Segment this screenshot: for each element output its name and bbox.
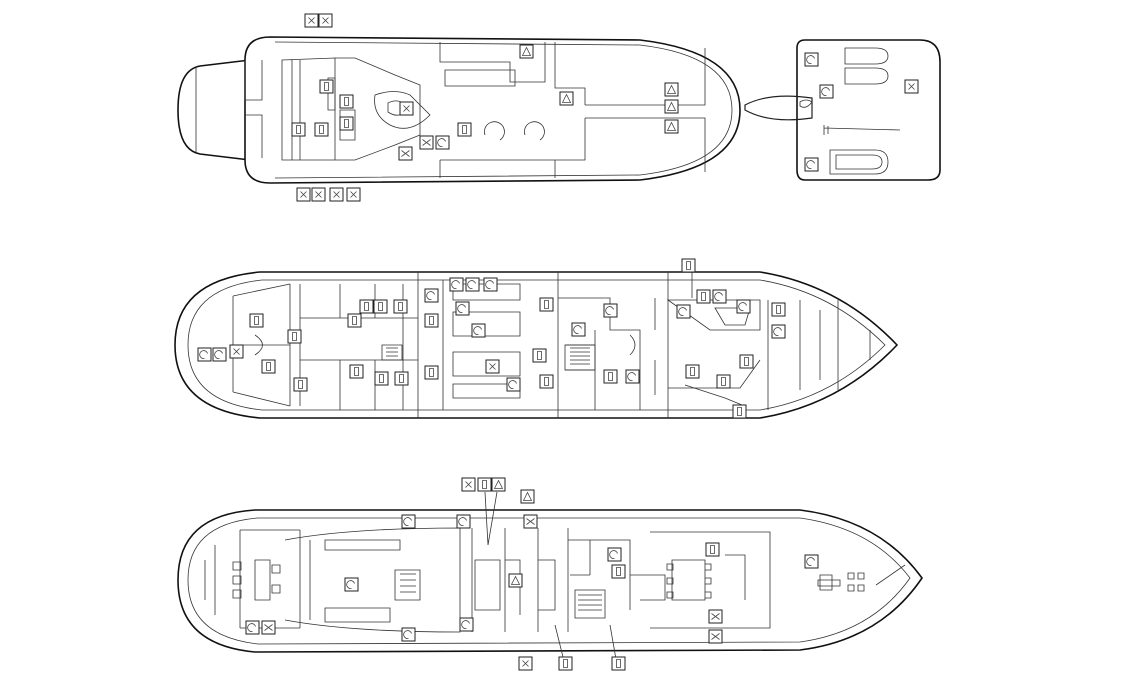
life-jacket-icon (329, 187, 344, 202)
safety-icons (197, 13, 919, 671)
fire-extinguisher-icon (696, 289, 711, 304)
life-buoy-icon (607, 547, 622, 562)
fire-extinguisher-icon (558, 656, 573, 671)
life-buoy-icon (449, 277, 464, 292)
life-buoy-icon (483, 277, 498, 292)
life-raft-icon (491, 477, 506, 492)
life-jacket-icon (296, 187, 311, 202)
fire-extinguisher-icon (705, 542, 720, 557)
toilet-icon (318, 13, 333, 28)
toilet-icon (461, 477, 476, 492)
life-buoy-icon (819, 84, 834, 99)
fire-extinguisher-icon (287, 329, 302, 344)
life-buoy-icon (804, 554, 819, 569)
fire-extinguisher-icon (349, 364, 364, 379)
fire-extinguisher-icon (373, 299, 388, 314)
fire-extinguisher-icon (339, 94, 354, 109)
fire-extinguisher-icon (319, 79, 334, 94)
fire-extinguisher-icon (539, 297, 554, 312)
life-buoy-icon (401, 627, 416, 642)
exit-arrow-icon (708, 609, 723, 624)
life-buoy-icon (212, 347, 227, 362)
fire-extinguisher-icon (771, 302, 786, 317)
life-buoy-icon (771, 324, 786, 339)
life-raft-icon (664, 119, 679, 134)
fire-extinguisher-icon (359, 299, 374, 314)
life-buoy-icon (712, 289, 727, 304)
life-buoy-icon (625, 369, 640, 384)
life-buoy-icon (197, 347, 212, 362)
fire-extinguisher-icon (611, 656, 626, 671)
fire-extinguisher-icon (539, 374, 554, 389)
life-raft-icon (508, 573, 523, 588)
life-buoy-icon (506, 377, 521, 392)
alarm-icon (399, 101, 414, 116)
shower-icon (518, 656, 533, 671)
life-raft-icon (559, 91, 574, 106)
life-raft-icon (520, 489, 535, 504)
fire-extinguisher-icon (374, 371, 389, 386)
life-raft-icon (519, 44, 534, 59)
fire-extinguisher-icon (477, 477, 492, 492)
life-jacket-icon (311, 187, 326, 202)
life-buoy-icon (424, 288, 439, 303)
life-buoy-icon (245, 620, 260, 635)
bed-icon (304, 13, 319, 28)
shower-icon (485, 359, 500, 374)
fire-extinguisher-icon (293, 377, 308, 392)
fire-extinguisher-icon (603, 369, 618, 384)
exit-arrow-icon (398, 146, 413, 161)
fire-extinguisher-icon (261, 359, 276, 374)
fire-extinguisher-icon (424, 313, 439, 328)
fire-extinguisher-icon (314, 122, 329, 137)
life-buoy-icon (804, 157, 819, 172)
fire-extinguisher-icon (685, 364, 700, 379)
life-buoy-icon (456, 514, 471, 529)
fire-extinguisher-icon (611, 564, 626, 579)
fire-extinguisher-icon (532, 348, 547, 363)
lower-deck (174, 270, 899, 419)
fire-extinguisher-icon (457, 122, 472, 137)
fire-extinguisher-icon (347, 313, 362, 328)
tender-platform (744, 39, 941, 181)
life-buoy-icon (676, 304, 691, 319)
life-buoy-icon (455, 301, 470, 316)
life-buoy-icon (471, 323, 486, 338)
life-buoy-icon (804, 52, 819, 67)
exit-arrow-icon (261, 620, 276, 635)
life-jacket-icon (346, 187, 361, 202)
life-buoy-icon (344, 577, 359, 592)
fire-extinguisher-icon (424, 365, 439, 380)
life-raft-icon (664, 82, 679, 97)
fire-extinguisher-icon (393, 299, 408, 314)
sun-deck (177, 36, 741, 184)
life-buoy-icon (435, 135, 450, 150)
main-deck (177, 491, 923, 666)
main-deck-hull (177, 509, 923, 653)
bed-icon (904, 79, 919, 94)
bed-icon (229, 344, 244, 359)
fire-extinguisher-icon (732, 404, 747, 419)
fire-extinguisher-icon (739, 354, 754, 369)
life-buoy-icon (465, 277, 480, 292)
fire-extinguisher-icon (681, 258, 696, 273)
exit-arrow-icon (419, 135, 434, 150)
exit-arrow-icon (523, 514, 538, 529)
life-buoy-icon (603, 303, 618, 318)
fire-extinguisher-icon (291, 122, 306, 137)
fire-extinguisher-icon (394, 371, 409, 386)
sun-deck-hull (244, 36, 741, 184)
fire-extinguisher-icon (249, 313, 264, 328)
life-buoy-icon (736, 299, 751, 314)
fire-extinguisher-icon (716, 374, 731, 389)
fire-extinguisher-icon (339, 116, 354, 131)
exit-arrow-icon (708, 629, 723, 644)
stern-platform (177, 59, 251, 161)
life-buoy-icon (571, 322, 586, 337)
life-buoy-icon (459, 617, 474, 632)
life-buoy-icon (401, 514, 416, 529)
life-raft-icon (664, 99, 679, 114)
